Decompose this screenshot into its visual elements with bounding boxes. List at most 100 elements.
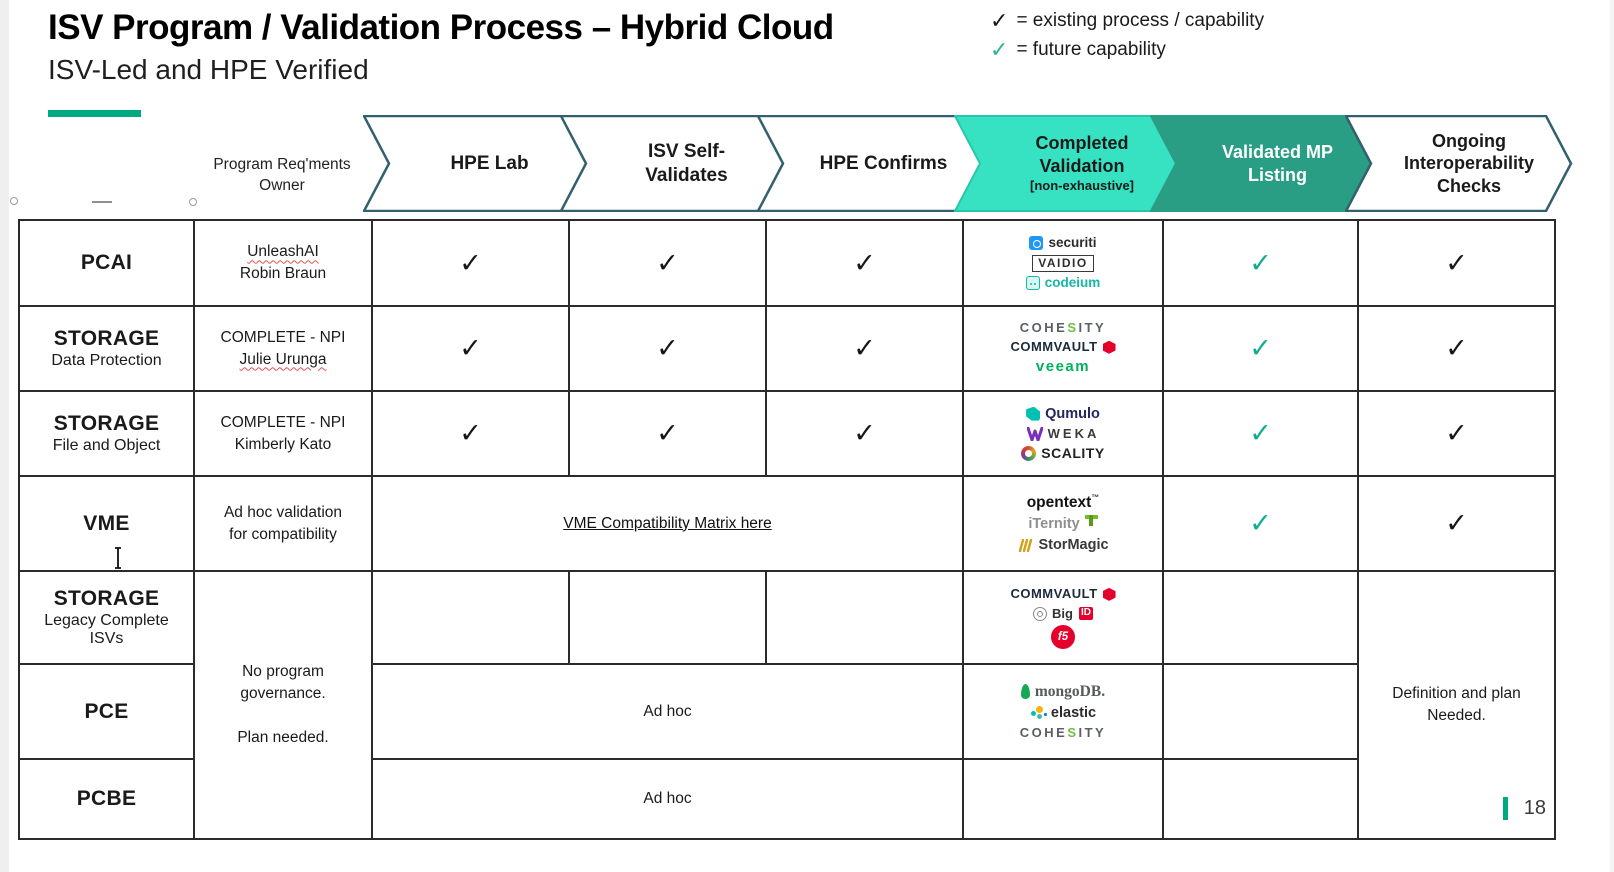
- check-cell: ✓: [570, 307, 767, 392]
- row-header-storage-data-protection: STORAGE Data Protection: [20, 307, 195, 392]
- row-header-pce: PCE: [20, 665, 195, 760]
- vme-compatibility-matrix-link[interactable]: VME Compatibility Matrix here: [563, 514, 772, 532]
- weka-icon: [1026, 426, 1043, 441]
- vaidio-logo: VAIDIO: [1032, 254, 1094, 272]
- empty-cell: [1164, 572, 1359, 665]
- column-header-owner: Program Req'ments Owner: [213, 156, 351, 194]
- logos-cell-pcai: securiti VAIDIO codeium: [964, 221, 1164, 307]
- process-step-ongoing-interoperability: Ongoing Interoperability Checks: [1345, 115, 1573, 212]
- check-icon: ✓: [1445, 247, 1468, 278]
- row-header-pcbe: PCBE: [20, 760, 195, 840]
- owner-cell-storage-dp: COMPLETE - NPI Julie Urunga: [195, 307, 373, 392]
- qumulo-logo: Qumulo: [1026, 405, 1100, 423]
- step-label: Validated MP Listing: [1221, 142, 1334, 185]
- check-icon: ✓: [990, 36, 1009, 62]
- accent-bar: [48, 110, 141, 117]
- check-cell: ✓: [1359, 392, 1556, 477]
- adhoc-cell-pcbe: Ad hoc: [373, 760, 964, 840]
- check-icon: ✓: [853, 247, 876, 278]
- scality-icon: [1021, 446, 1037, 462]
- slide-number-value: 18: [1523, 797, 1546, 819]
- row-header-storage-file-object: STORAGE File and Object: [20, 392, 195, 477]
- cohesity-logo: COHESITY: [1020, 320, 1106, 336]
- vme-matrix-cell: VME Compatibility Matrix here: [373, 477, 964, 572]
- check-icon: ✓: [1445, 333, 1468, 363]
- category-sublabel: Legacy Complete ISVs: [44, 612, 169, 647]
- check-cell: ✓: [373, 392, 570, 477]
- adhoc-cell-pce: Ad hoc: [373, 665, 964, 760]
- chevron-shape: [1345, 115, 1573, 212]
- check-icon: ✓: [990, 7, 1009, 33]
- owner-line: Ad hoc validation: [223, 503, 343, 521]
- check-cell: ✓: [373, 221, 570, 307]
- qumulo-icon: [1026, 406, 1041, 421]
- capture-edge-right: [1610, 0, 1614, 872]
- logo-text: Big: [1052, 605, 1073, 621]
- check-icon: ✓: [459, 333, 482, 363]
- page-title: ISV Program / Validation Process – Hybri…: [48, 8, 834, 47]
- f5-icon: f5: [1051, 624, 1075, 649]
- logo-text: WEKA: [1047, 425, 1100, 441]
- owner-cell-pcai: UnleashAI Robin Braun: [195, 221, 373, 307]
- logo-text: mongoDB.: [1034, 682, 1106, 700]
- f5-logo: f5: [1051, 624, 1075, 649]
- logo-text: VAIDIO: [1032, 254, 1094, 272]
- owner-line: Kimberly Kato: [234, 435, 332, 453]
- legend-existing-label: = existing process / capability: [1016, 9, 1265, 31]
- logo-text: veeam: [1035, 358, 1091, 376]
- owner-line: Plan needed.: [237, 728, 329, 746]
- logos-cell-storage-legacy: COMMVAULT Big ID f5: [964, 572, 1164, 665]
- check-cell: ✓: [767, 221, 964, 307]
- empty-cell: [373, 572, 570, 665]
- shape-handle-icon: [10, 197, 18, 205]
- check-cell: ✓: [570, 221, 767, 307]
- check-cell: ✓: [1359, 221, 1556, 307]
- capture-edge-left: [0, 0, 9, 872]
- check-cell: ✓: [1164, 221, 1359, 307]
- bigid-logo: Big ID: [1033, 606, 1093, 622]
- slide-number-accent-bar: [1502, 797, 1508, 820]
- step-note: [non-exhaustive]: [1029, 178, 1134, 194]
- check-cell: ✓: [1164, 392, 1359, 477]
- veeam-logo: veeam: [1036, 358, 1090, 377]
- check-cell: ✓: [1164, 307, 1359, 392]
- logo-text: elastic: [1050, 705, 1097, 721]
- owner-line: COMPLETE - NPI: [220, 328, 346, 346]
- category-label: VME: [83, 511, 130, 535]
- check-icon: ✓: [853, 333, 876, 363]
- legend-future-label: = future capability: [1016, 38, 1166, 60]
- check-cell: ✓: [1164, 477, 1359, 572]
- check-cell: ✓: [767, 307, 964, 392]
- logo-text: COHESITY: [1019, 725, 1107, 741]
- validation-table: PCAI UnleashAI Robin Braun ✓ ✓ ✓ securit…: [18, 219, 1556, 840]
- commvault-logo: COMMVAULT: [1010, 586, 1116, 602]
- bigid-fingerprint-icon: [1033, 606, 1048, 621]
- check-cell: ✓: [373, 307, 570, 392]
- definition-line: Definition and plan: [1392, 685, 1521, 703]
- slide-number: 18: [1502, 797, 1546, 820]
- logo-text: codeium: [1044, 274, 1101, 290]
- legend-existing: ✓ = existing process / capability: [990, 6, 1264, 35]
- iternity-icon: [1084, 514, 1098, 526]
- securiti-logo: securiti: [1029, 234, 1097, 252]
- logos-cell-storage-dp: COHESITY COMMVAULT veeam: [964, 307, 1164, 392]
- category-sublabel: Data Protection: [51, 352, 162, 369]
- stormagic-icon: [1019, 538, 1033, 552]
- empty-cell: [767, 572, 964, 665]
- check-icon: ✓: [853, 418, 876, 448]
- iternity-logo: iTernity: [1028, 514, 1098, 533]
- owner-cell-merged: No program governance. Plan needed.: [195, 572, 373, 840]
- check-icon: ✓: [1445, 508, 1468, 538]
- row-header-storage-legacy: STORAGE Legacy Complete ISVs: [20, 572, 195, 665]
- scality-logo: SCALITY: [1021, 445, 1104, 463]
- elastic-icon: [1030, 705, 1046, 721]
- row-header-pcai: PCAI: [20, 221, 195, 307]
- owner-cell-storage-fo: COMPLETE - NPI Kimberly Kato: [195, 392, 373, 477]
- empty-cell: [1164, 665, 1359, 760]
- stormagic-logo: StorMagic: [1017, 536, 1109, 554]
- logo-text: Qumulo: [1045, 405, 1100, 422]
- logo-text: securiti: [1048, 234, 1097, 250]
- check-cell: ✓: [767, 392, 964, 477]
- check-icon: ✓: [1249, 247, 1272, 278]
